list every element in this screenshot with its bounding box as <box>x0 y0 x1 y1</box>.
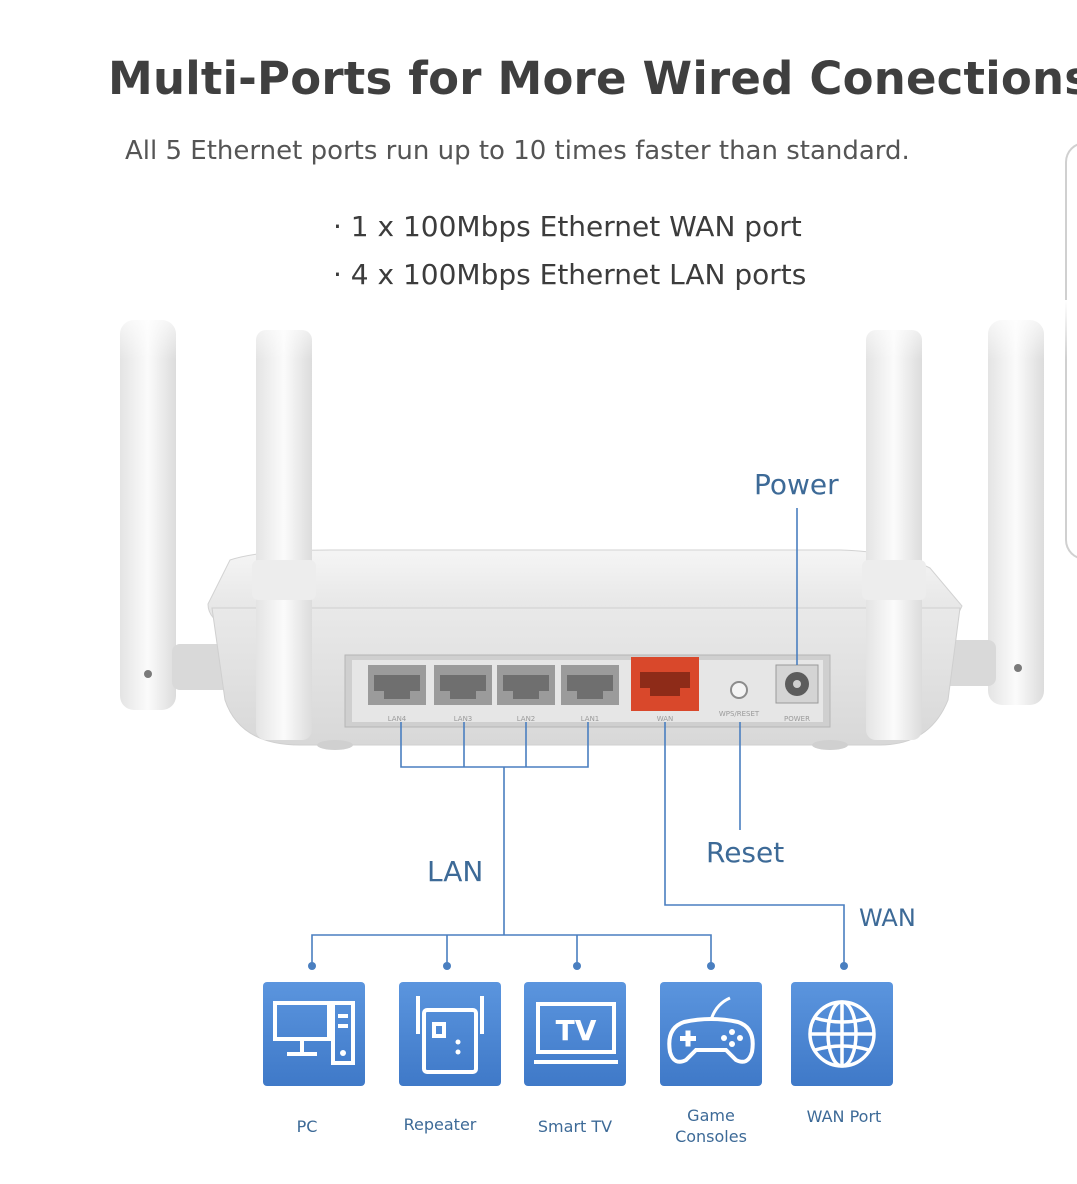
port-label-power: POWER <box>784 715 810 723</box>
reset-button[interactable] <box>730 681 748 699</box>
page-title: Multi-Ports for More Wired Conections <box>108 52 1077 105</box>
port-label-lan2: LAN2 <box>517 715 536 723</box>
spec-wan-port: · 1 x 100Mbps Ethernet WAN port <box>333 210 802 243</box>
spec-lan-ports: · 4 x 100Mbps Ethernet LAN ports <box>333 258 807 291</box>
repeater-tile <box>399 982 501 1086</box>
lan-port[interactable] <box>497 665 555 705</box>
router-body <box>207 549 963 750</box>
device-label-repeater: Repeater <box>403 1115 477 1134</box>
lan-callout: LAN <box>427 855 484 888</box>
port-label-lan3: LAN3 <box>454 715 473 723</box>
device-label-smart-tv: Smart TV <box>537 1117 613 1136</box>
lan-port[interactable] <box>561 665 619 705</box>
device-label-game-consoles: Game Consoles <box>675 1106 747 1146</box>
lan-port[interactable] <box>368 665 426 705</box>
pc-icon <box>273 1001 355 1065</box>
device-label-pc: PC <box>296 1117 318 1136</box>
lan-port[interactable] <box>434 665 492 705</box>
power-jack[interactable] <box>775 664 819 704</box>
wan-callout: WAN <box>859 904 916 932</box>
port-label-reset: WPS/RESET <box>719 710 760 718</box>
repeater-icon <box>416 996 484 1074</box>
page-subtitle: All 5 Ethernet ports run up to 10 times … <box>125 136 910 166</box>
tv-icon: TV <box>534 1002 618 1064</box>
reset-callout: Reset <box>706 836 785 869</box>
device-label-wan-port: WAN Port <box>806 1107 882 1126</box>
connection-dots <box>308 962 848 970</box>
pc-tile <box>263 982 365 1086</box>
connection-lines <box>311 508 845 966</box>
wan-port-tile <box>791 982 893 1086</box>
power-callout: Power <box>754 468 839 501</box>
globe-icon <box>808 1000 876 1068</box>
port-label-wan: WAN <box>657 715 674 723</box>
lan-ports <box>368 665 619 705</box>
port-label-lan4: LAN4 <box>388 715 407 723</box>
svg-text:TV: TV <box>556 1014 597 1047</box>
port-label-lan1: LAN1 <box>581 715 600 723</box>
game-consoles-tile <box>660 982 762 1086</box>
gamepad-icon <box>667 996 755 1064</box>
smart-tv-tile: TV <box>524 982 626 1086</box>
wan-port[interactable] <box>631 657 699 711</box>
